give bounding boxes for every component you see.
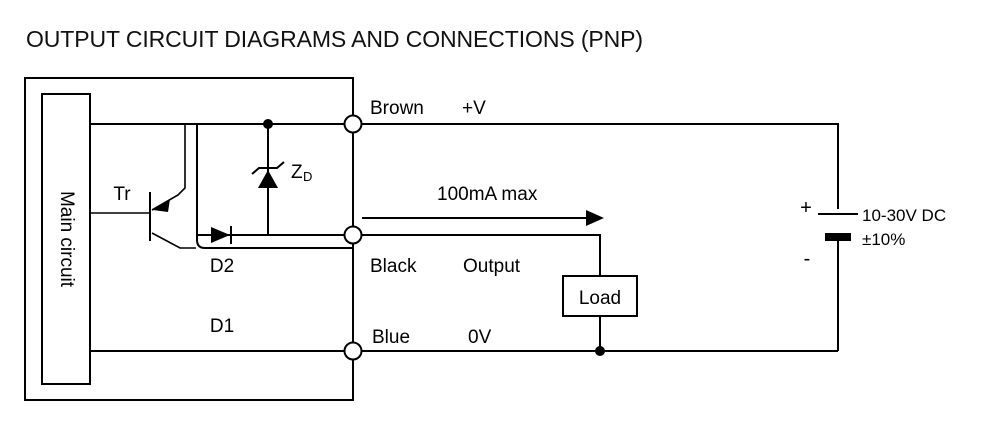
junction-dot-load-return [595,346,605,356]
zener-label-subscript: D [303,169,312,184]
terminal-label-brown-function: +V [462,98,486,119]
transistor-label: Tr [113,184,131,205]
d2-label: D2 [210,256,234,277]
terminal-label-black-color: Black [370,256,417,277]
zener-triangle [258,170,278,188]
current-arrow-head [586,210,604,226]
wire-d1-path [196,125,353,249]
wire-transistor-collector [151,232,196,249]
d2-triangle [211,227,230,243]
supply-voltage-label: 10-30V DC [862,206,946,225]
load-label: Load [579,288,621,309]
transistor-emitter-arrow [153,199,170,212]
terminal-label-blue-function: 0V [468,327,492,348]
load-box [562,275,638,317]
terminal-brown[interactable] [343,114,363,134]
junction-dot-zener-top [263,119,273,129]
d1-label: D1 [210,316,234,337]
battery-polarity-positive: + [800,197,812,219]
zener-label: Z [291,162,303,183]
terminal-blue[interactable] [343,341,363,361]
main-circuit-label: Main circuit [56,191,77,288]
main-circuit-box [41,93,91,385]
terminal-label-brown-color: Brown [370,98,424,119]
wire-transistor-emitter [151,124,186,211]
zener-cathode-bar [251,161,285,175]
terminal-label-black-function: Output [463,256,521,277]
battery-negative-plate [825,233,851,241]
page-title: OUTPUT CIRCUIT DIAGRAMS AND CONNECTIONS … [26,26,643,52]
terminal-label-blue-color: Blue [372,327,410,348]
wire-external-plus-v [362,123,839,209]
battery-polarity-negative: - [804,248,811,270]
current-rating-label: 100mA max [437,184,538,205]
supply-tolerance-label: ±10% [862,230,905,249]
terminal-black[interactable] [343,225,363,245]
